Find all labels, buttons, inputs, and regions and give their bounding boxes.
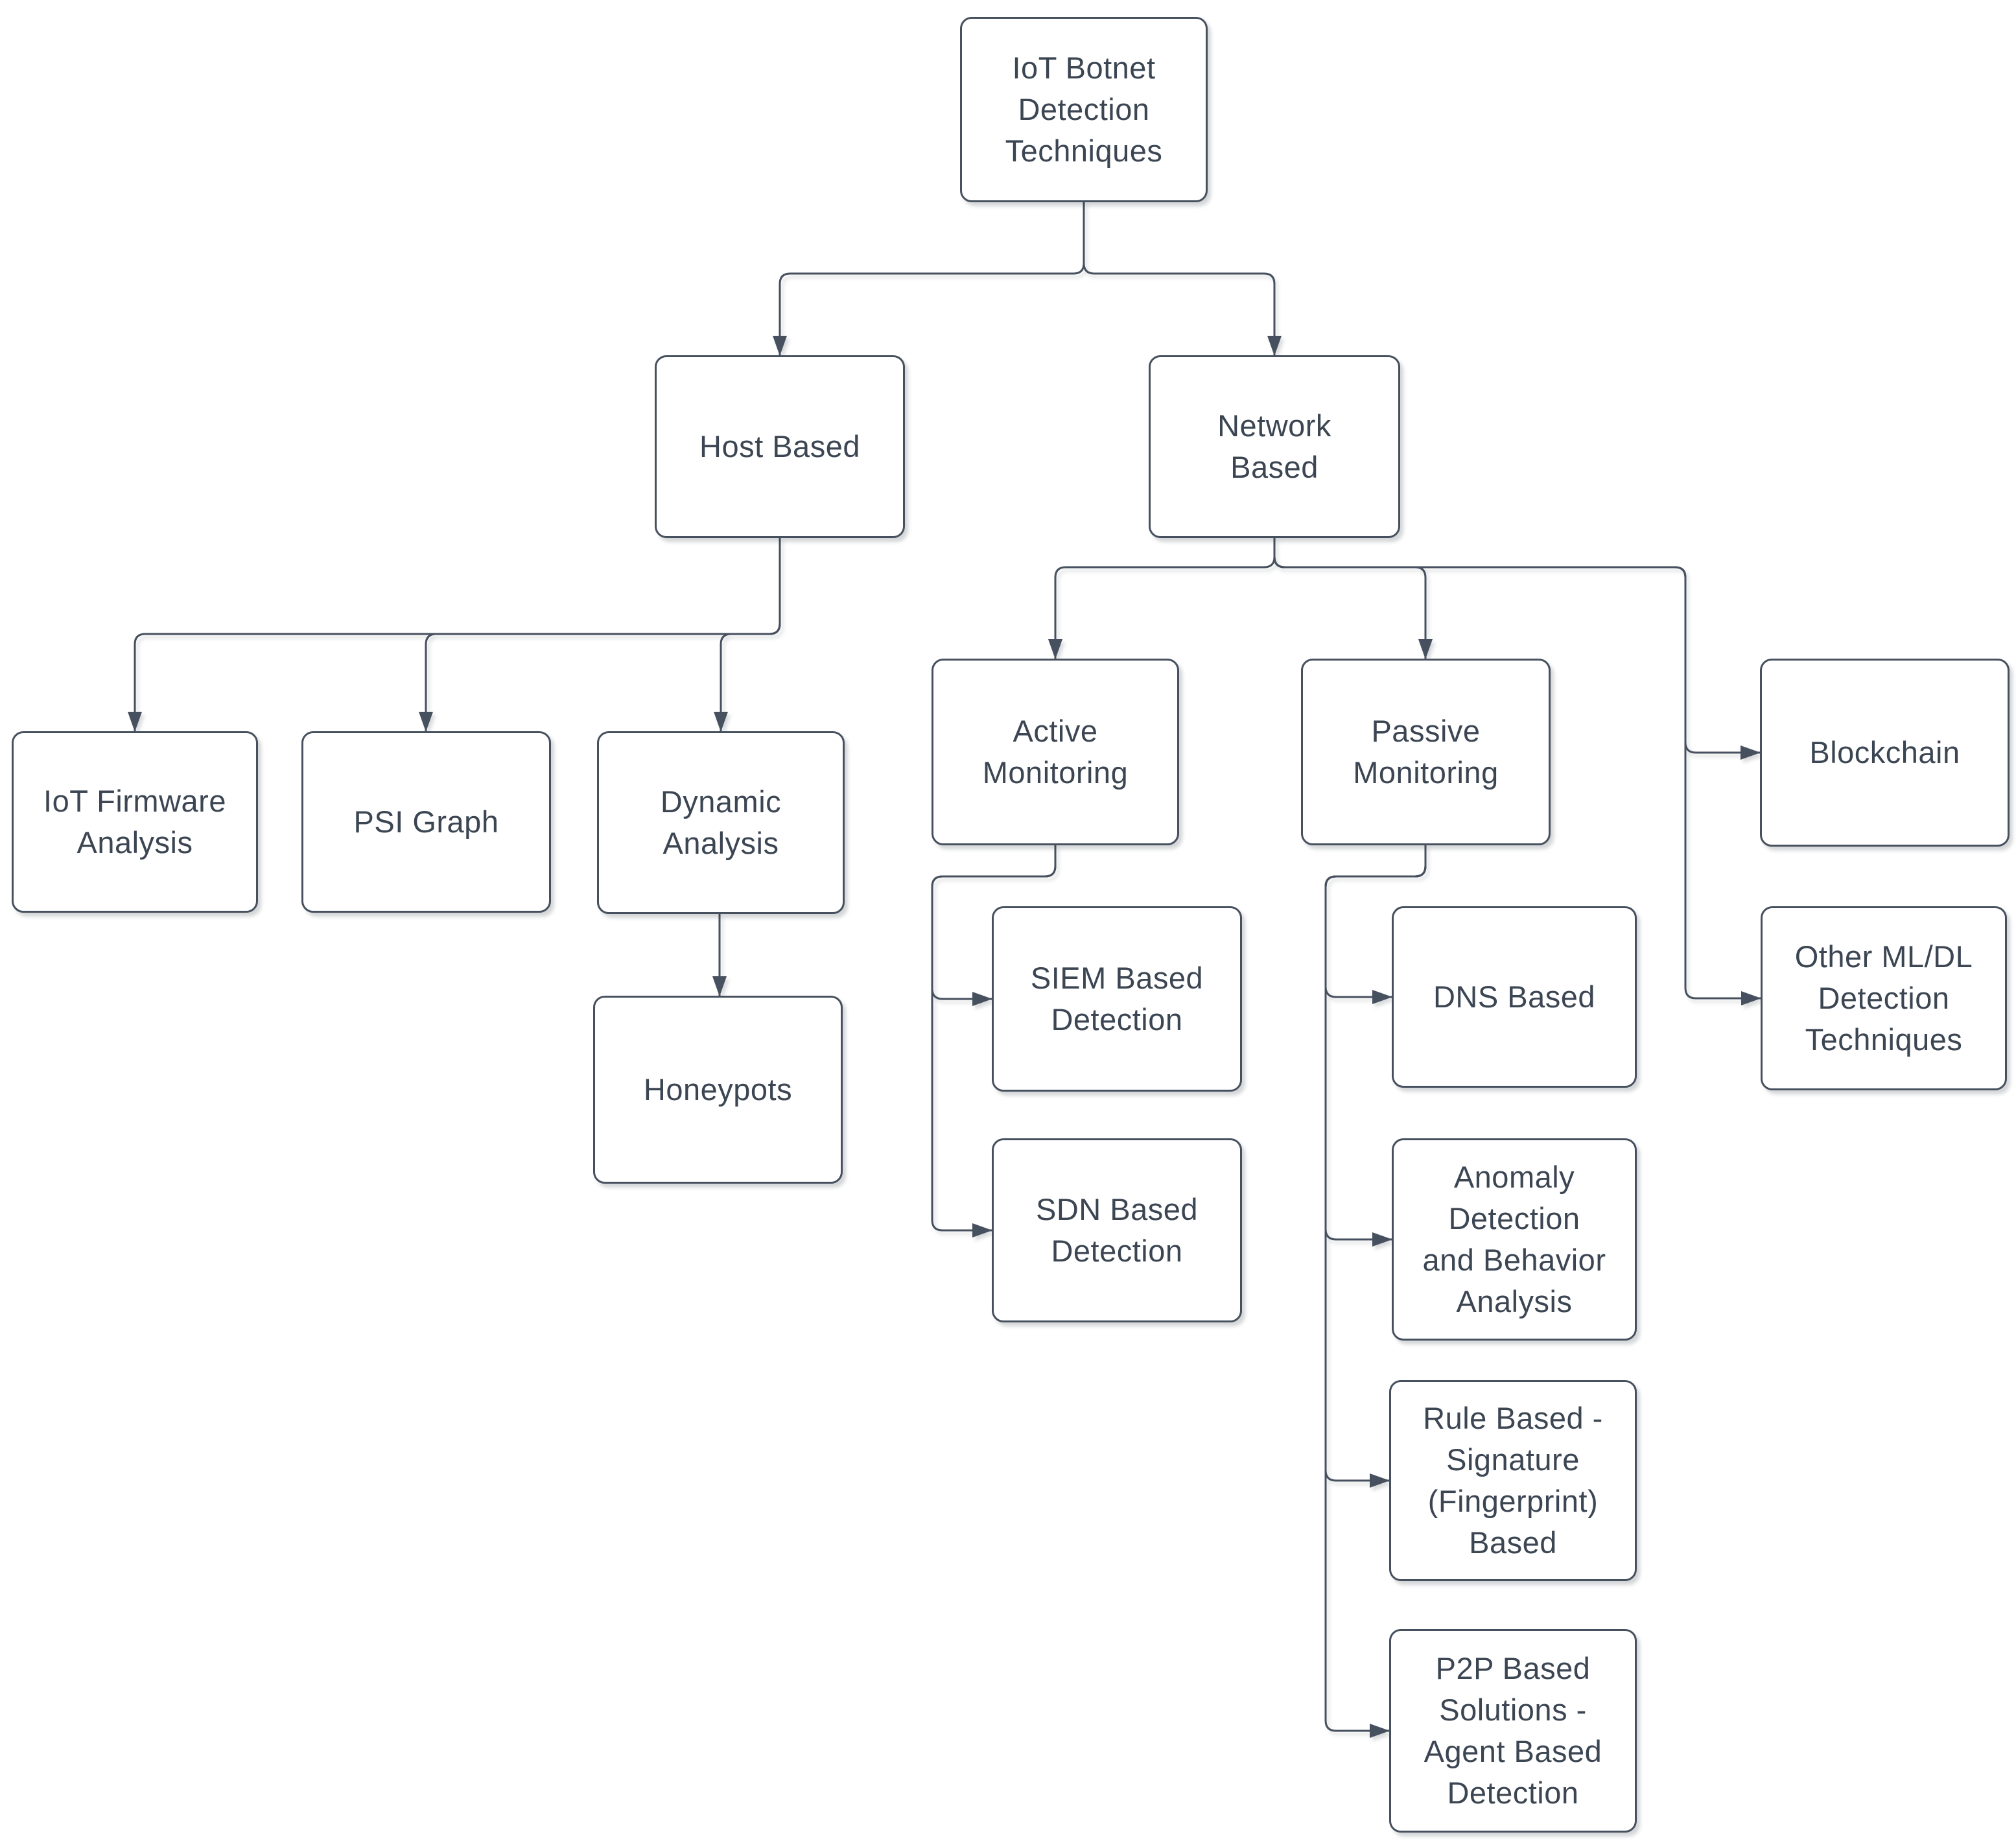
flow-node-otherml: Other ML/DL Detection Techniques <box>1761 906 2007 1090</box>
flow-node-dns: DNS Based <box>1392 906 1637 1088</box>
node-label-otherml: Other ML/DL Detection Techniques <box>1794 939 1973 1057</box>
node-label-dynamic: Dynamic Analysis <box>660 784 782 860</box>
node-label-p2p: P2P Based Solutions - Agent Based Detect… <box>1424 1651 1602 1810</box>
edge-root-host <box>773 202 1085 356</box>
node-label-network: Network Based <box>1217 408 1331 484</box>
node-label-sdn: SDN Based Detection <box>1035 1192 1199 1268</box>
flow-node-dynamic: Dynamic Analysis <box>597 731 845 914</box>
edge-passive-p2p <box>1324 845 1427 1738</box>
edge-group <box>128 202 1761 1738</box>
edge-network-active <box>1048 538 1276 659</box>
flow-node-passive: Passive Monitoring <box>1301 659 1551 845</box>
edge-network-otherml <box>1273 538 1761 1005</box>
node-label-passive: Passive Monitoring <box>1353 714 1499 790</box>
node-label-root: IoT Botnet Detection Techniques <box>1005 51 1163 168</box>
flow-node-firmware: IoT Firmware Analysis <box>12 731 258 913</box>
flow-node-siem: SIEM Based Detection <box>992 906 1242 1092</box>
edge-host-dynamic <box>714 538 781 732</box>
edge-network-passive <box>1273 538 1433 659</box>
edge-root-network <box>1083 202 1282 356</box>
flow-node-p2p: P2P Based Solutions - Agent Based Detect… <box>1389 1629 1637 1833</box>
flow-node-rule: Rule Based - Signature (Fingerprint) Bas… <box>1389 1380 1637 1581</box>
flow-node-honeypots: Honeypots <box>593 996 843 1184</box>
edge-active-sdn <box>931 845 1057 1237</box>
flow-node-host: Host Based <box>655 355 905 538</box>
node-label-siem: SIEM Based Detection <box>1030 961 1204 1037</box>
node-label-blockchain: Blockchain <box>1809 735 1960 769</box>
flow-node-anomaly: Anomaly Detection and Behavior Analysis <box>1392 1138 1637 1341</box>
flow-node-blockchain: Blockchain <box>1760 659 2010 847</box>
flow-node-root: IoT Botnet Detection Techniques <box>960 17 1208 202</box>
node-label-rule: Rule Based - Signature (Fingerprint) Bas… <box>1423 1401 1603 1560</box>
flow-node-network: Network Based <box>1149 355 1400 538</box>
flow-node-sdn: SDN Based Detection <box>992 1138 1242 1322</box>
node-label-psi: PSI Graph <box>353 804 499 839</box>
flow-node-psi: PSI Graph <box>301 731 551 913</box>
node-label-anomaly: Anomaly Detection and Behavior Analysis <box>1422 1160 1606 1319</box>
flow-node-active: Active Monitoring <box>932 659 1179 845</box>
node-label-firmware: IoT Firmware Analysis <box>43 784 226 860</box>
node-label-host: Host Based <box>699 429 860 463</box>
node-label-honeypots: Honeypots <box>643 1072 793 1107</box>
node-label-active: Active Monitoring <box>982 714 1129 790</box>
node-label-dns: DNS Based <box>1433 979 1596 1014</box>
